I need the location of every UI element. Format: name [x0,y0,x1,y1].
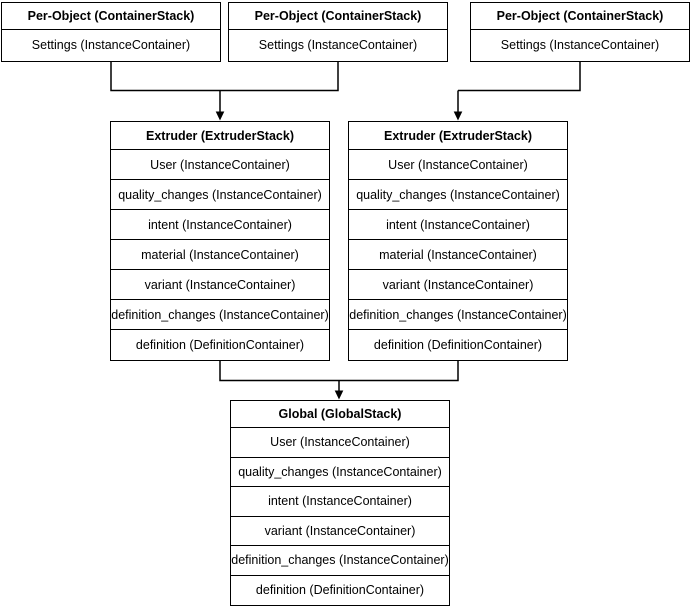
container-row-material: material (InstanceContainer) [349,239,567,269]
container-row-intent: intent (InstanceContainer) [111,209,329,239]
container-row-definition-changes: definition_changes (InstanceContainer) [111,299,329,329]
node-extruder-right: Extruder (ExtruderStack) User (InstanceC… [348,121,568,361]
container-row-definition: definition (DefinitionContainer) [349,329,567,359]
node-per-object-1-title: Per-Object (ContainerStack) [27,9,195,23]
container-row-intent: intent (InstanceContainer) [349,209,567,239]
container-row-material: material (InstanceContainer) [111,239,329,269]
node-extruder-right-title: Extruder (ExtruderStack) [384,128,532,143]
edge-perobject1-to-extruder-left [110,62,339,92]
container-row-user: User (InstanceContainer) [111,149,329,179]
arrowhead-down-global [334,390,344,400]
container-row-quality-changes: quality_changes (InstanceContainer) [231,456,449,487]
container-row-variant: variant (InstanceContainer) [111,269,329,299]
node-per-object-2: Per-Object (ContainerStack) Settings (In… [228,2,448,62]
container-row-quality-changes: quality_changes (InstanceContainer) [111,179,329,209]
arrowhead-down-extruder-right [453,111,463,121]
arrowhead-down-extruder-left [215,111,225,121]
container-row-variant: variant (InstanceContainer) [349,269,567,299]
container-row-definition-changes: definition_changes (InstanceContainer) [231,545,449,575]
container-row-settings: Settings (InstanceContainer) [229,29,447,60]
node-extruder-left: Extruder (ExtruderStack) User (InstanceC… [110,121,330,361]
edge-perobject3-to-extruder-right [458,62,581,92]
container-row-definition-changes: definition_changes (InstanceContainer) [349,299,567,329]
node-per-object-2-title: Per-Object (ContainerStack) [254,9,422,23]
node-per-object-3-title: Per-Object (ContainerStack) [496,9,664,23]
edge-extruders-to-global [219,361,459,382]
node-global-title: Global (GlobalStack) [278,407,402,421]
node-per-object-3: Per-Object (ContainerStack) Settings (In… [470,2,690,62]
container-row-settings: Settings (InstanceContainer) [2,29,220,60]
container-row-settings: Settings (InstanceContainer) [471,29,689,60]
node-per-object-1: Per-Object (ContainerStack) Settings (In… [1,2,221,62]
container-row-user: User (InstanceContainer) [349,149,567,179]
container-row-definition: definition (DefinitionContainer) [111,329,329,359]
container-row-intent: intent (InstanceContainer) [231,486,449,516]
container-row-quality-changes: quality_changes (InstanceContainer) [349,179,567,209]
container-row-variant: variant (InstanceContainer) [231,515,449,546]
node-global: Global (GlobalStack) User (InstanceConta… [230,400,450,606]
container-row-user: User (InstanceContainer) [231,427,449,457]
node-extruder-left-title: Extruder (ExtruderStack) [146,128,294,143]
container-row-definition: definition (DefinitionContainer) [231,574,449,605]
